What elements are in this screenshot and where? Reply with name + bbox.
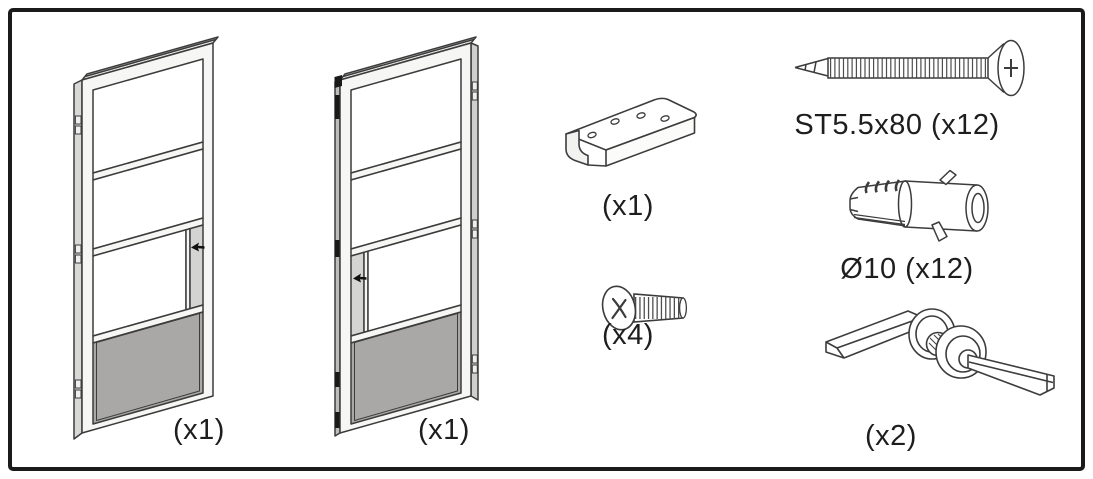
plug-body: [849, 180, 907, 227]
plug-fin-bottom: [931, 221, 948, 242]
wood-screw-illustration: [794, 39, 1025, 97]
screw-tip: [794, 57, 829, 77]
plug-fin-top: [939, 169, 957, 186]
machine-screw-qty-label: (x4): [602, 319, 654, 351]
handle-lever-right: [967, 354, 1055, 396]
bracket-illustration: [565, 97, 697, 167]
door-handle-strip: [189, 224, 204, 310]
hinge-marks: [74, 115, 82, 399]
plug-ribs: [864, 179, 901, 194]
plug-sleeve: [905, 181, 977, 231]
bracket-channel-end: [565, 129, 589, 166]
wood-screw-label: ST5.5x80 (x12): [794, 109, 1000, 141]
hinge-marks: [471, 81, 478, 374]
wall-plug-illustration: [849, 169, 989, 242]
door-left-illustration: [73, 36, 219, 440]
wall-plug-label: Ø10 (x12): [840, 253, 974, 285]
lock-keep-marks: [334, 75, 342, 428]
bracket-holes: [587, 112, 670, 139]
door-left-qty-label: (x1): [173, 414, 225, 446]
door-right-illustration: [334, 36, 479, 437]
screw-shank: [633, 293, 684, 323]
bracket-top-face: [565, 97, 697, 151]
phillips-cross-icon: [611, 297, 627, 320]
door-right-qty-label: (x1): [418, 414, 470, 446]
screw-head-cone: [987, 42, 1005, 94]
bracket-front-face: [605, 116, 696, 167]
phillips-cross-icon: [1004, 59, 1018, 77]
machine-screw-illustration: [601, 285, 688, 331]
handle-position-arrow: [191, 242, 205, 252]
door-handle-strip: [350, 251, 365, 337]
handle-illustration: [825, 308, 1055, 396]
handle-position-arrow: [353, 273, 367, 283]
bracket-qty-label: (x1): [602, 190, 654, 222]
handle-qty-label: (x2): [865, 420, 917, 452]
